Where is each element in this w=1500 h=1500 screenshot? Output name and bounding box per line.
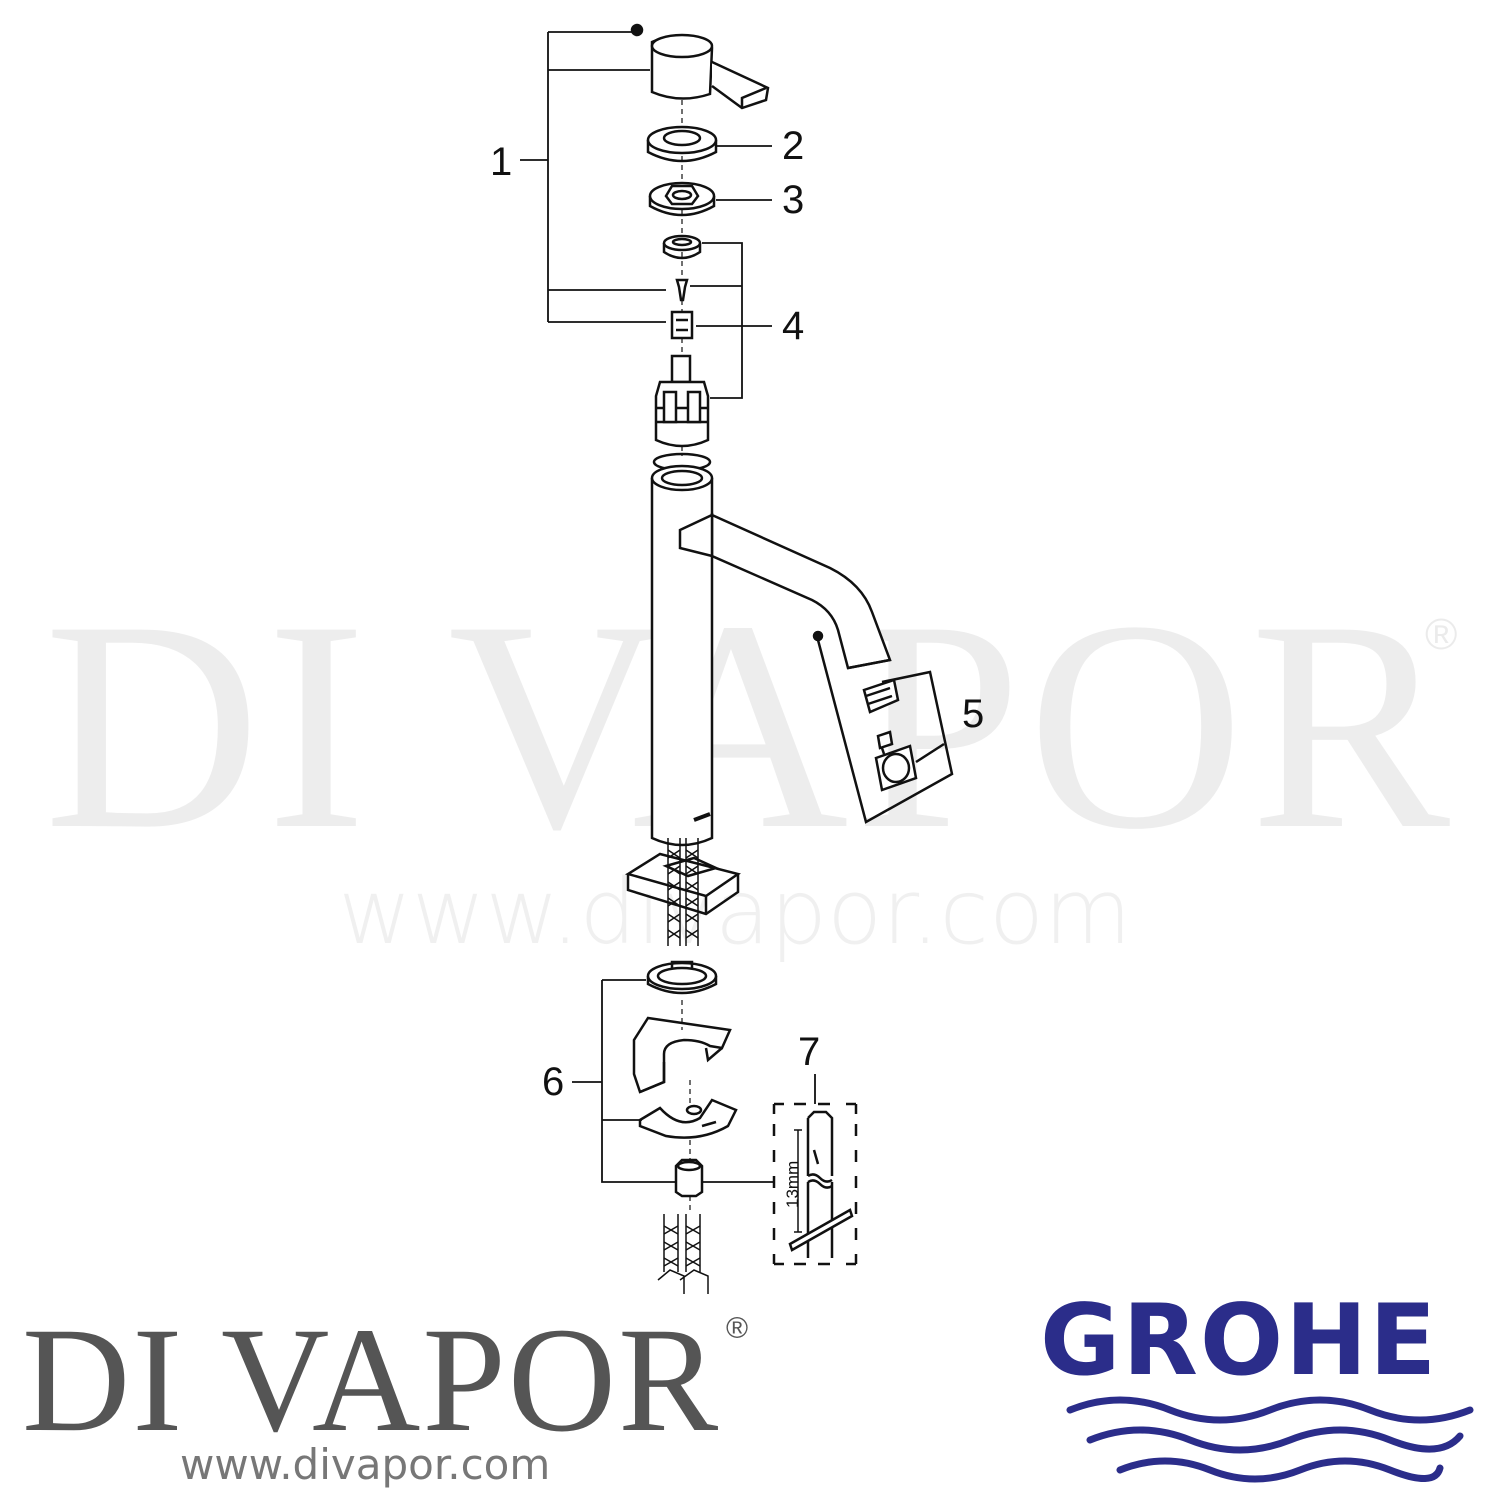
callout-6: 6 xyxy=(542,1060,565,1104)
hex-nut xyxy=(648,181,716,217)
cartridge-parts xyxy=(654,234,710,448)
tap-body xyxy=(624,452,892,946)
cover-ring xyxy=(646,125,718,163)
socket-tool xyxy=(772,1102,858,1266)
aerator-kit xyxy=(816,639,954,824)
divapor-logo-text: DI VAPOR xyxy=(22,1297,721,1463)
watermark-text: DI VAPOR xyxy=(43,559,1457,891)
fixing-set xyxy=(632,960,738,1294)
lever-handle xyxy=(630,23,770,110)
grohe-waves-icon xyxy=(1066,1396,1474,1483)
callout-7: 7 xyxy=(798,1030,821,1074)
watermark-registered-mark: ® xyxy=(1425,610,1458,659)
callout-5: 5 xyxy=(962,692,985,736)
divapor-registered-mark: ® xyxy=(726,1312,749,1345)
divapor-url: www.divapor.com xyxy=(180,1440,551,1489)
leader-lines xyxy=(520,31,816,1183)
tool-size-label: 13mm xyxy=(783,1161,802,1208)
grohe-logo-text: GROHE xyxy=(1040,1284,1439,1398)
callout-3: 3 xyxy=(782,178,805,222)
callout-2: 2 xyxy=(782,124,805,168)
callout-1: 1 xyxy=(490,140,513,184)
callout-4: 4 xyxy=(782,304,805,348)
